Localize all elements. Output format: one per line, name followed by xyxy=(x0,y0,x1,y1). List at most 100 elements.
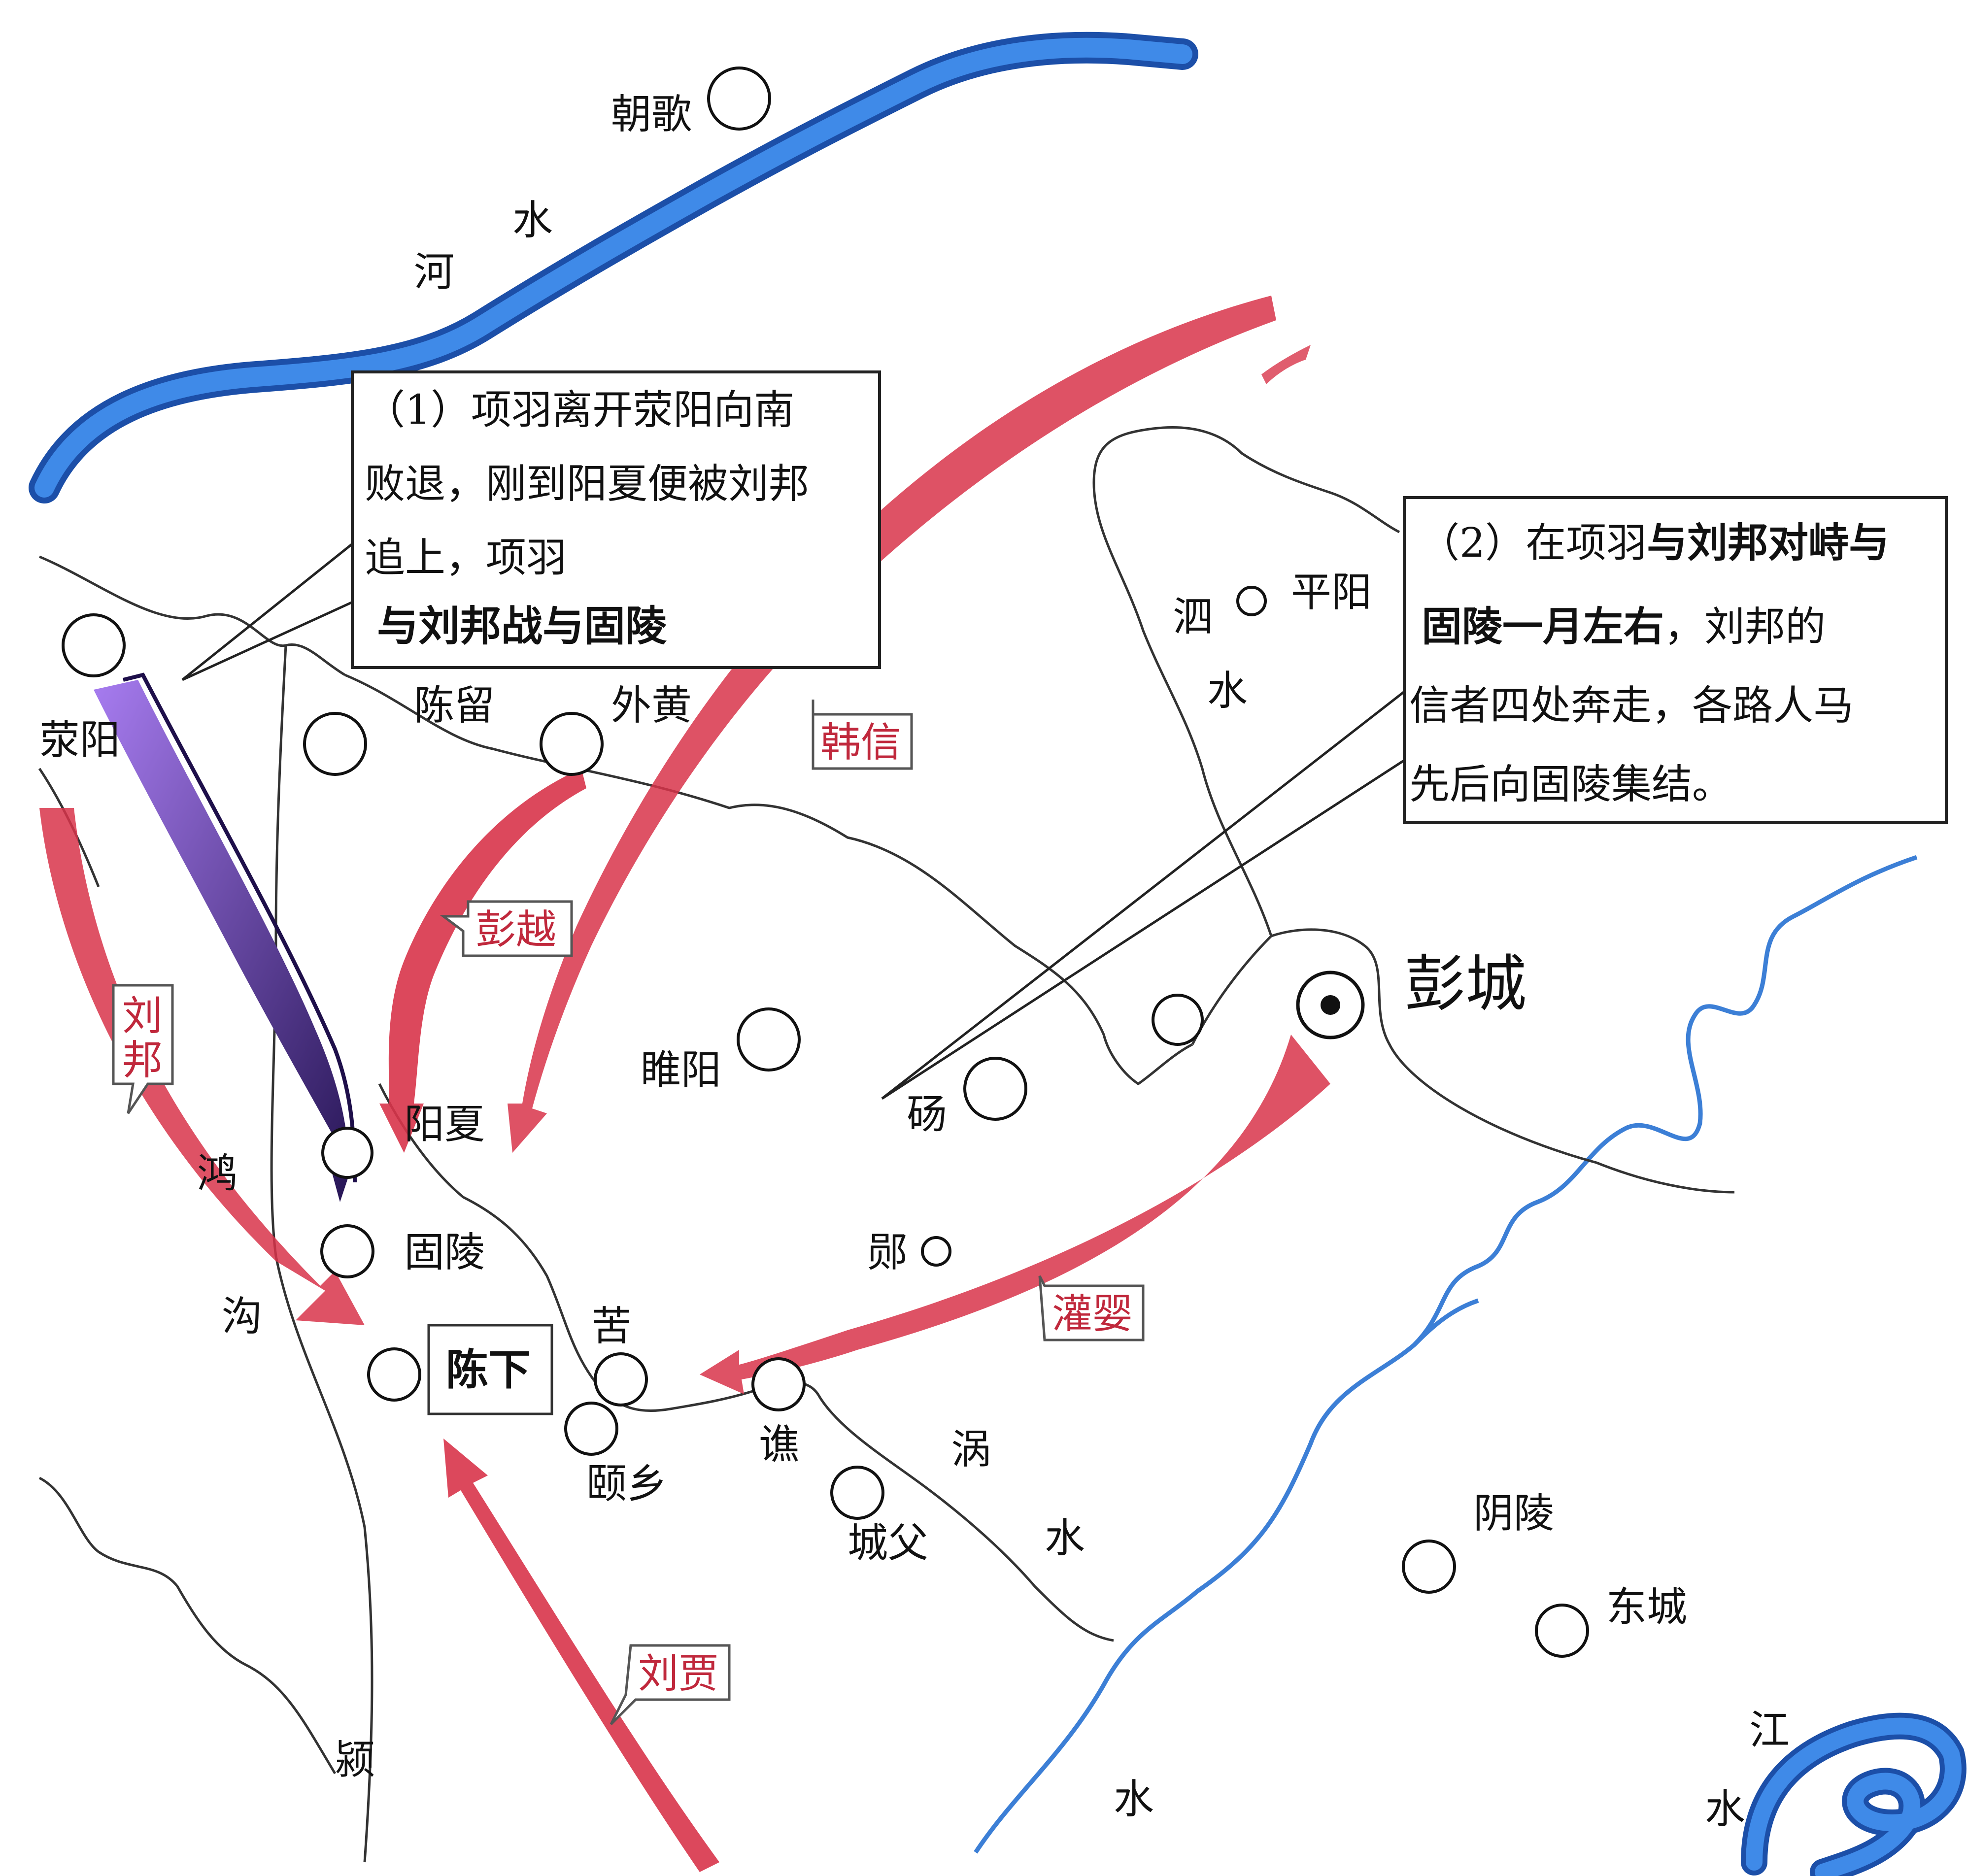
callout-1-line-3: 追上，项羽 xyxy=(365,535,567,581)
city-name: 郧 xyxy=(867,1229,908,1276)
army-label-text: 韩信 xyxy=(820,719,901,766)
jiang-river-label-1: 江 xyxy=(1749,1707,1790,1754)
city-suiyang: 睢阳 xyxy=(641,1007,801,1094)
huai-river xyxy=(974,855,1918,1854)
callout-2: （2）在项羽与刘邦对峙与 固陵一月左右，刘邦的 信者四处奔走，各路人马 先后向固… xyxy=(881,496,1948,1100)
city-waihuang: 外黄 xyxy=(540,682,692,776)
liujia-arrow xyxy=(443,1439,719,1872)
city-circle-icon xyxy=(62,613,126,677)
hong-river-label-1: 鸿 xyxy=(197,1150,237,1197)
guanying-arrow xyxy=(700,1035,1330,1394)
callout-2-line-4: 先后向固陵集结。 xyxy=(1409,761,1732,808)
city-chaoge: 朝歌 xyxy=(611,67,771,138)
city-circle-icon xyxy=(564,1402,618,1456)
city-chengfu: 城父 xyxy=(830,1466,928,1567)
army-label-text-2: 邦 xyxy=(122,1037,163,1084)
army-label-text: 彭越 xyxy=(475,906,556,953)
callout-2-line-1-normal: （2）在项羽 xyxy=(1419,520,1647,567)
callout-1: （1）项羽离开荥阳向南 败退，刚到阳夏便被刘邦 追上，项羽 与刘邦战与固陵 xyxy=(181,370,881,681)
army-label-liujia: 刘贾 xyxy=(610,1644,731,1725)
city-xingyang: 荥阳 xyxy=(39,613,126,764)
yellow-river xyxy=(29,32,1198,503)
huai-river-label: 水 xyxy=(1114,1776,1154,1823)
city-circle-icon xyxy=(321,1127,373,1179)
city-circle-icon xyxy=(737,1007,801,1072)
callout-2-line-1-bold: 与刘邦对峙与 xyxy=(1647,520,1889,567)
city-ku: 苦 xyxy=(591,1303,648,1407)
city-dongcheng: 东城 xyxy=(1535,1584,1687,1658)
city-yixiang: 颐乡 xyxy=(564,1402,667,1508)
city-name: 固陵 xyxy=(404,1229,485,1276)
army-label-pengyue: 彭越 xyxy=(440,900,573,957)
city-circle-icon xyxy=(320,1224,374,1278)
city-name: 陈留 xyxy=(414,682,495,729)
svg-text:固陵一月左右，刘邦的: 固陵一月左右，刘邦的 xyxy=(1422,603,1826,650)
city-name: 陈下 xyxy=(446,1345,531,1395)
city-name: 平阳 xyxy=(1291,569,1372,616)
city-pengcheng: 彭城 xyxy=(1296,949,1526,1039)
city-yun: 郧 xyxy=(867,1229,951,1276)
city-name: 朝歌 xyxy=(611,91,692,138)
callout-2-line-3: 信者四处奔走，各路人马 xyxy=(1409,682,1854,729)
city-circle-icon xyxy=(303,712,367,776)
callout-1-line-1: （1）项羽离开荥阳向南 xyxy=(365,387,794,434)
callout-2-line-2-normal: ，刘邦的 xyxy=(1664,603,1826,650)
city-name: 砀 xyxy=(907,1091,947,1138)
city-yangxia: 阳夏 xyxy=(321,1101,485,1179)
city-pingyang: 平阳 xyxy=(1236,569,1372,616)
city-guling: 固陵 xyxy=(320,1224,485,1278)
city-circle-icon xyxy=(1535,1604,1589,1658)
chu-army-arrow xyxy=(94,672,360,1202)
city-dang: 砀 xyxy=(907,1057,1027,1138)
chenxia-label-box xyxy=(427,1324,553,1415)
city-name: 阳夏 xyxy=(404,1101,485,1148)
city-circle-icon xyxy=(1402,1540,1456,1594)
si-river-label-1: 泗 xyxy=(1173,594,1213,640)
he-river-label-1: 河 xyxy=(414,249,454,296)
army-labels: 刘 邦 彭越 韩信 灌婴 刘贾 xyxy=(112,700,1145,1725)
city-circle-icon xyxy=(540,712,604,776)
city-chenliu: 陈留 xyxy=(303,682,495,776)
small-city-circle-icon xyxy=(1236,586,1267,616)
city-name: 谯 xyxy=(759,1421,799,1468)
capital-dot-icon xyxy=(1321,995,1340,1015)
jiang-river-label-2: 水 xyxy=(1705,1786,1745,1833)
city-name: 荥阳 xyxy=(39,717,120,764)
army-label-text-1: 刘 xyxy=(122,993,163,1039)
city-name: 彭城 xyxy=(1404,949,1526,1020)
city-qiao: 谯 xyxy=(751,1357,806,1468)
svg-text:（2）在项羽与刘邦对峙与: （2）在项羽与刘邦对峙与 xyxy=(1419,520,1889,567)
city-chenxia: 陈下 xyxy=(367,1324,553,1415)
city-name: 颐乡 xyxy=(586,1461,667,1508)
city-circle-icon xyxy=(1152,994,1204,1046)
army-label-hanxin: 韩信 xyxy=(812,700,913,770)
city-circle-icon xyxy=(830,1466,884,1520)
callout-1-line-2: 败退，刚到阳夏便被刘邦 xyxy=(365,461,809,507)
city-circle-icon xyxy=(707,67,771,131)
army-label-text: 灌婴 xyxy=(1052,1291,1133,1338)
city-name: 苦 xyxy=(591,1303,632,1350)
callout-2-line-2-bold: 固陵一月左右 xyxy=(1422,603,1664,650)
city-yinling: 阴陵 xyxy=(1402,1490,1554,1594)
city-name: 城父 xyxy=(848,1520,928,1567)
city-name: 东城 xyxy=(1606,1584,1687,1631)
city-name: 阴陵 xyxy=(1473,1490,1554,1537)
city-name: 睢阳 xyxy=(641,1047,721,1094)
ying-river-label: 颍 xyxy=(335,1737,375,1783)
city-circle-icon xyxy=(963,1057,1027,1121)
yangtze-river xyxy=(1741,1712,1967,1876)
army-label-text: 刘贾 xyxy=(638,1650,719,1697)
si-river-label-2: 水 xyxy=(1207,668,1248,714)
small-city-circle-icon xyxy=(921,1236,951,1267)
city-circle-icon xyxy=(594,1352,648,1407)
army-label-guanying: 灌婴 xyxy=(1038,1275,1145,1341)
cities: 朝歌 荥阳 陈留 外黄 平阳 彭城 睢阳 砀 xyxy=(39,67,1687,1658)
city-circle-icon xyxy=(367,1347,421,1402)
city-circle-icon xyxy=(751,1357,806,1411)
callout-1-bold: 与刘邦战与固陵 xyxy=(377,602,667,650)
pengyue-arrow xyxy=(379,769,586,1153)
sui-river-label-2: 水 xyxy=(1045,1515,1085,1562)
han-army-arrows xyxy=(39,296,1330,1872)
liubang-arrow xyxy=(39,808,365,1325)
